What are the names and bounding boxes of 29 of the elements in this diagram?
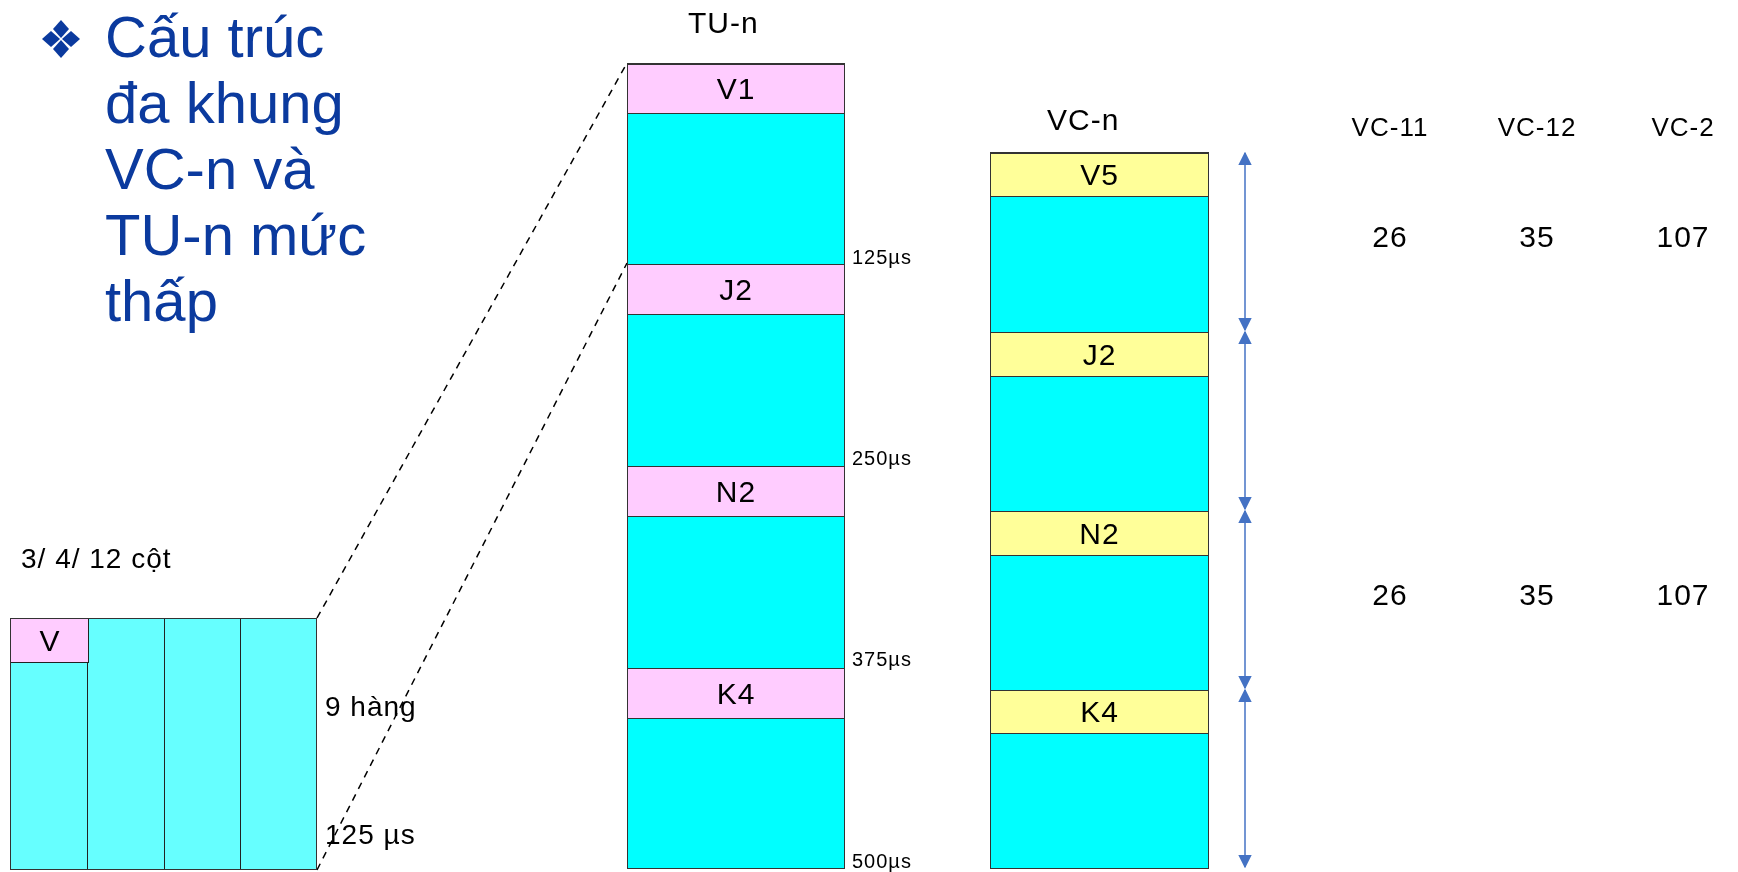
- slide-title: Cấu trúc đa khung VC-n và TU-n mức thấp: [105, 4, 368, 334]
- overhead-byte-row: K4: [628, 668, 844, 719]
- table-value: 26: [1372, 578, 1408, 612]
- table-value: 26: [1372, 220, 1408, 254]
- dimension-label: 9 hàng: [325, 691, 417, 723]
- dashed-projection-line: [316, 262, 628, 871]
- table-value: 107: [1656, 220, 1710, 254]
- overhead-byte-row: J2: [991, 332, 1208, 377]
- column-title: 3/ 4/ 12 cột: [21, 543, 172, 575]
- time-label: 500µs: [852, 850, 912, 872]
- table-header: VC-2: [1651, 112, 1715, 143]
- overhead-byte-row: N2: [991, 511, 1208, 556]
- column-title: VC-n: [1047, 103, 1120, 137]
- column-title: TU-n: [688, 6, 759, 40]
- overhead-byte-row: J2: [628, 264, 844, 315]
- time-label: 250µs: [852, 447, 912, 470]
- overhead-byte-row: K4: [991, 690, 1208, 734]
- dimension-label: 125 µs: [325, 819, 416, 851]
- overhead-cell: V: [11, 619, 89, 663]
- overhead-byte-row: N2: [628, 466, 844, 517]
- table-value: 107: [1656, 578, 1710, 612]
- overhead-byte-row: V5: [991, 153, 1208, 197]
- table-header: VC-12: [1497, 112, 1577, 143]
- time-label: 375µs: [852, 648, 912, 671]
- table-header: VC-11: [1351, 112, 1429, 143]
- time-label: 125µs: [852, 246, 912, 269]
- table-value: 35: [1519, 578, 1555, 612]
- table-value: 35: [1519, 220, 1555, 254]
- overhead-byte-row: V1: [628, 64, 844, 114]
